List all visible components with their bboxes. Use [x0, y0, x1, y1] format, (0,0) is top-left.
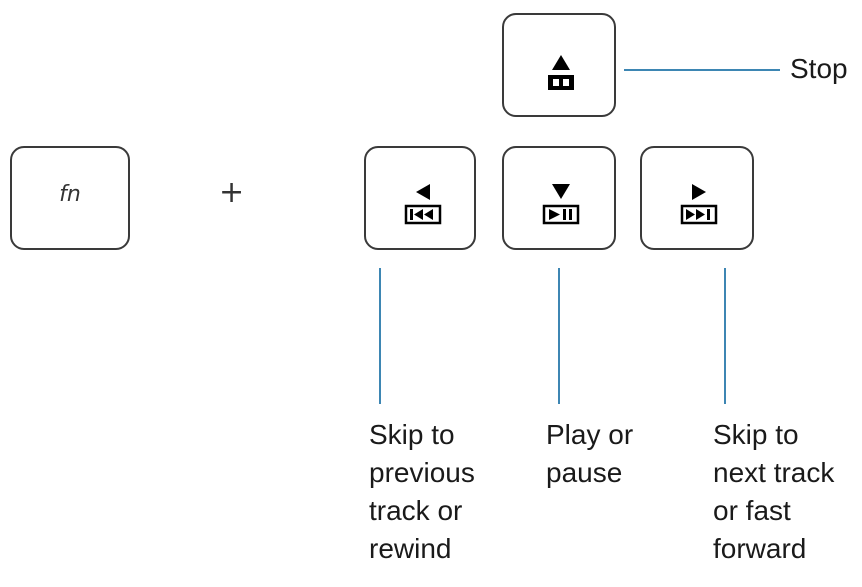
skip-next-icon [680, 204, 718, 225]
fn-key-label: fn [59, 182, 81, 207]
left-arrow-icon [416, 184, 430, 200]
eject-icon [548, 75, 574, 90]
play-pause-label: Play or pause [546, 419, 634, 488]
next-leader-line [724, 268, 726, 404]
stop-label: Stop [790, 53, 848, 84]
down-arrow-icon [552, 184, 570, 199]
skip-previous-icon [404, 204, 442, 225]
right-arrow-icon [692, 184, 706, 200]
up-arrow-icon [552, 55, 570, 70]
plus-sign: + [219, 175, 245, 210]
next-track-key[interactable] [640, 146, 754, 250]
play-pause-icon [542, 204, 580, 225]
previous-track-key[interactable] [364, 146, 476, 250]
previous-leader-line [379, 268, 381, 404]
play-pause-leader-line [558, 268, 560, 404]
next-label: Skip to next track or fast forward [713, 419, 835, 564]
stop-key[interactable] [502, 13, 616, 117]
previous-label: Skip to previous track or rewind [369, 419, 475, 564]
fn-key[interactable]: fn [10, 146, 130, 250]
play-pause-key[interactable] [502, 146, 616, 250]
stop-leader-line [624, 69, 780, 71]
